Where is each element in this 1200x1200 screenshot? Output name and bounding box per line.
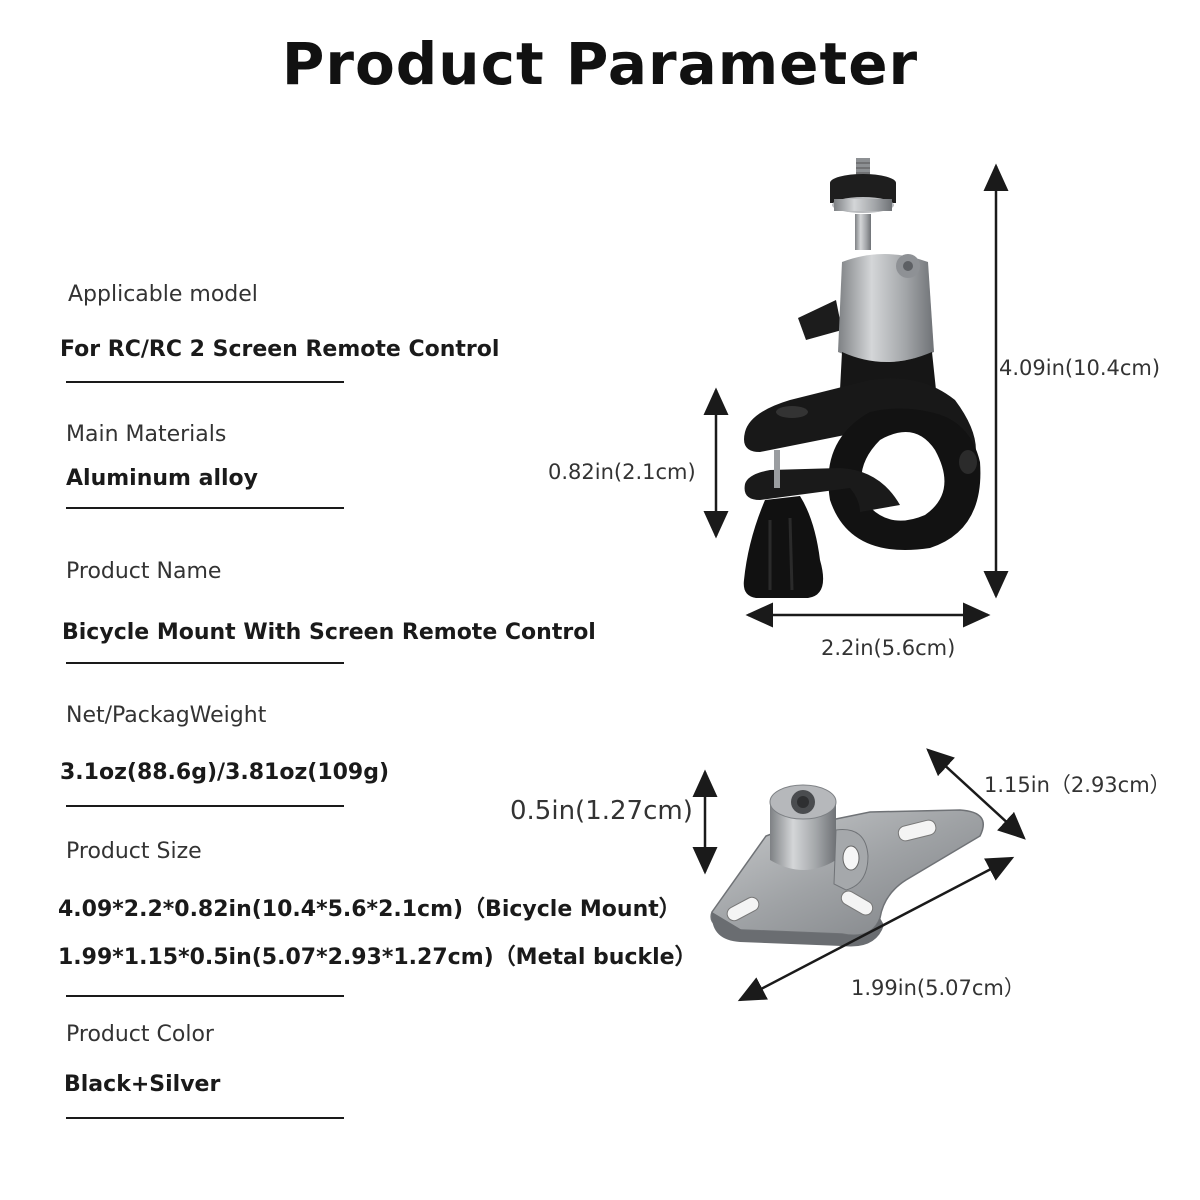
buckle-depth-label: 1.15in（2.93cm）: [984, 773, 1171, 797]
divider: [66, 662, 344, 664]
divider: [66, 805, 344, 807]
buckle-length-label: 1.99in(5.07cm）: [851, 976, 1025, 1000]
buckle-height-label: 0.5in(1.27cm): [510, 796, 693, 826]
spec-label-product-name: Product Name: [66, 559, 222, 584]
divider: [66, 381, 344, 383]
mount-width-label: 2.2in(5.6cm): [821, 636, 956, 660]
spec-value-product-name: Bicycle Mount With Screen Remote Control: [62, 620, 596, 645]
spec-value-main-materials: Aluminum alloy: [66, 466, 258, 491]
mount-clamp-label: 0.82in(2.1cm): [548, 460, 696, 484]
divider: [66, 507, 344, 509]
page-title: Product Parameter: [281, 30, 919, 98]
spec-value-product-size-buckle: 1.99*1.15*0.5in(5.07*2.93*1.27cm)（Metal …: [58, 945, 697, 970]
dimension-arrows: [692, 163, 1026, 1002]
spec-label-weight: Net/PackagWeight: [66, 703, 267, 728]
spec-value-product-size-mount: 4.09*2.2*0.82in(10.4*5.6*2.1cm)（Bicycle …: [58, 897, 681, 922]
spec-label-applicable-model: Applicable model: [68, 282, 258, 307]
spec-value-product-color: Black+Silver: [64, 1072, 221, 1097]
spec-value-weight: 3.1oz(88.6g)/3.81oz(109g): [60, 760, 390, 785]
spec-value-applicable-model: For RC/RC 2 Screen Remote Control: [60, 337, 500, 362]
spec-label-product-size: Product Size: [66, 839, 202, 864]
divider: [66, 1117, 344, 1119]
mount-height-label: 4.09in(10.4cm): [999, 356, 1161, 380]
spec-label-main-materials: Main Materials: [66, 422, 227, 447]
metal-buckle-image: [710, 784, 984, 947]
divider: [66, 995, 344, 997]
bicycle-mount-image: [743, 158, 981, 598]
spec-label-product-color: Product Color: [66, 1022, 214, 1047]
